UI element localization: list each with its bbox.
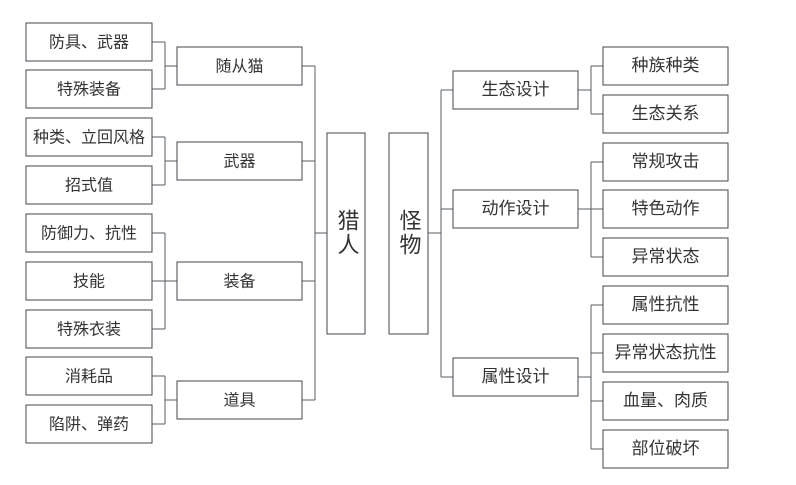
leaf-label: 部位破坏 (632, 439, 700, 459)
group-label: 装备 (223, 272, 255, 291)
leaf-label: 特殊衣装 (57, 320, 121, 339)
hunter-leaf: 消耗品 (25, 356, 153, 396)
monster-group-action: 动作设计 (452, 189, 579, 229)
leaf-label: 生态关系 (632, 104, 700, 124)
leaf-label: 特殊装备 (57, 80, 121, 99)
leaf-label: 种族种类 (632, 56, 700, 76)
hunter-group-items: 道具 (176, 380, 303, 420)
leaf-label: 常规攻击 (632, 152, 700, 172)
monster-group-ecology: 生态设计 (452, 70, 579, 110)
monster-leaf: 部位破坏 (602, 429, 729, 469)
monster-leaf: 特色动作 (602, 189, 729, 229)
group-label: 武器 (223, 152, 255, 171)
group-label: 生态设计 (482, 80, 550, 100)
hunter-leaf: 陷阱、弹药 (25, 404, 153, 444)
leaf-label: 血量、肉质 (623, 391, 708, 411)
monster-leaf: 生态关系 (602, 94, 729, 134)
monster-leaf: 常规攻击 (602, 142, 729, 182)
leaf-label: 陷阱、弹药 (49, 415, 129, 434)
hunter-leaf: 技能 (25, 261, 153, 301)
hunter-leaf: 特殊衣装 (25, 309, 153, 349)
leaf-label: 消耗品 (65, 367, 113, 386)
hunter-root-node: 猎人 (326, 132, 366, 335)
group-label: 随从猫 (215, 57, 263, 76)
leaf-label: 技能 (73, 272, 105, 291)
monster-leaf: 种族种类 (602, 46, 729, 86)
leaf-label: 特色动作 (632, 199, 700, 219)
leaf-label: 异常状态抗性 (615, 343, 717, 363)
monster-group-attribute: 属性设计 (452, 357, 579, 397)
hunter-root-label: 猎人 (334, 209, 360, 257)
monster-root-label: 怪物 (396, 209, 422, 257)
group-label: 道具 (223, 391, 255, 410)
hunter-group-equipment: 装备 (176, 261, 303, 301)
leaf-label: 种类、立回风格 (33, 128, 145, 147)
monster-root-node: 怪物 (388, 132, 429, 335)
connector-lines (152, 41, 603, 450)
hunter-leaf: 防御力、抗性 (25, 213, 153, 253)
hunter-group-companion: 随从猫 (176, 46, 303, 86)
hunter-group-weapon: 武器 (176, 141, 303, 181)
group-label: 动作设计 (482, 199, 550, 219)
leaf-label: 防具、武器 (49, 33, 129, 52)
hunter-leaf: 防具、武器 (25, 22, 153, 62)
monster-leaf: 异常状态抗性 (602, 333, 729, 373)
hunter-leaf: 招式值 (25, 165, 153, 205)
hunter-leaf: 种类、立回风格 (25, 117, 153, 157)
group-label: 属性设计 (482, 367, 550, 387)
hunter-leaf: 特殊装备 (25, 69, 153, 109)
leaf-label: 招式值 (65, 176, 113, 195)
monster-leaf: 异常状态 (602, 237, 729, 277)
leaf-label: 异常状态 (632, 247, 700, 267)
monster-leaf: 属性抗性 (602, 285, 729, 325)
leaf-label: 属性抗性 (632, 295, 700, 315)
leaf-label: 防御力、抗性 (41, 224, 137, 243)
monster-leaf: 血量、肉质 (602, 381, 729, 421)
